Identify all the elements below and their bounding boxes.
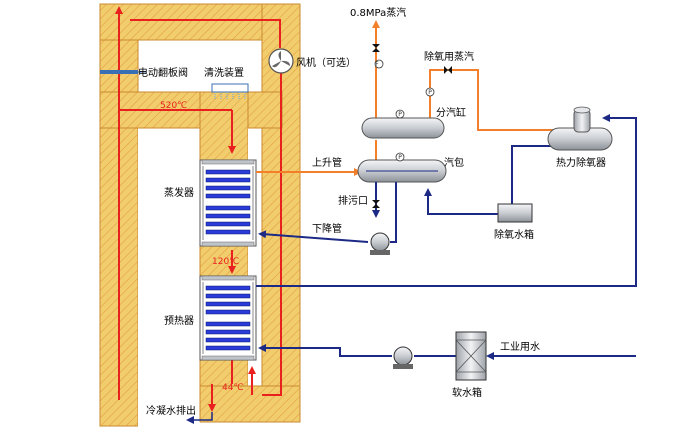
soft-water-tank-vessel [455,331,487,381]
temp-520-label: 520℃ [160,101,187,111]
blowdown-label: 排污口 [338,194,368,207]
pressure-gauge-line-label: P [428,89,432,96]
cleaning-device-label: 清洗装置 [204,66,244,79]
damper-valve [100,70,146,74]
fan-label: 风机（可选） [296,56,356,69]
deaeration-steam-valve-icon [425,66,452,97]
thermal-deaerator-vessel [547,106,613,151]
riser-label: 上升管 [312,156,342,169]
header-gauge-label: P [398,111,402,118]
soft-water-tank-label: 软水箱 [452,386,482,399]
condensate-drain-pipe [186,412,213,424]
cleaning-device [211,83,249,100]
drum-gauge-label: P [398,154,402,161]
water-lines [256,114,637,360]
steam-header-label: 分汽缸 [436,106,466,119]
condensate-drain-label: 冷凝水排出 [146,404,196,417]
fan-icon [268,48,294,74]
industrial-water-label: 工业用水 [500,341,540,353]
deaeration-steam-label: 除氧用蒸汽 [424,50,474,63]
blowdown-valve-icon [372,200,380,218]
downcomer-label: 下降管 [312,222,342,235]
steam-lines [256,20,581,176]
deaeration-tank-label: 除氧水箱 [494,228,534,241]
steam-header-vessel [361,109,445,139]
preheater-unit [199,275,257,361]
preheater-label: 预热器 [164,314,194,327]
thermal-deaerator-label: 热力除氧器 [556,156,606,169]
drum-label: 汽包 [444,156,464,169]
temp-120-label: 120℃ [212,257,239,267]
deaeration-tank-vessel [497,203,533,223]
circulation-pump-icon [370,232,390,255]
flow-gauge-label: F [375,61,379,68]
damper-valve-label: 电动翻板阀 [138,66,188,79]
steam-drum-vessel [357,152,447,183]
evaporator-label: 蒸发器 [164,186,194,199]
evaporator-unit [199,159,257,247]
temp-44-label: 44℃ [222,383,244,393]
feed-pump-icon [393,346,413,369]
gas-flow-arrows [115,6,282,412]
steam-valve-icon [372,44,384,69]
steam-08-label: 0.8MPa蒸汽 [350,6,406,19]
